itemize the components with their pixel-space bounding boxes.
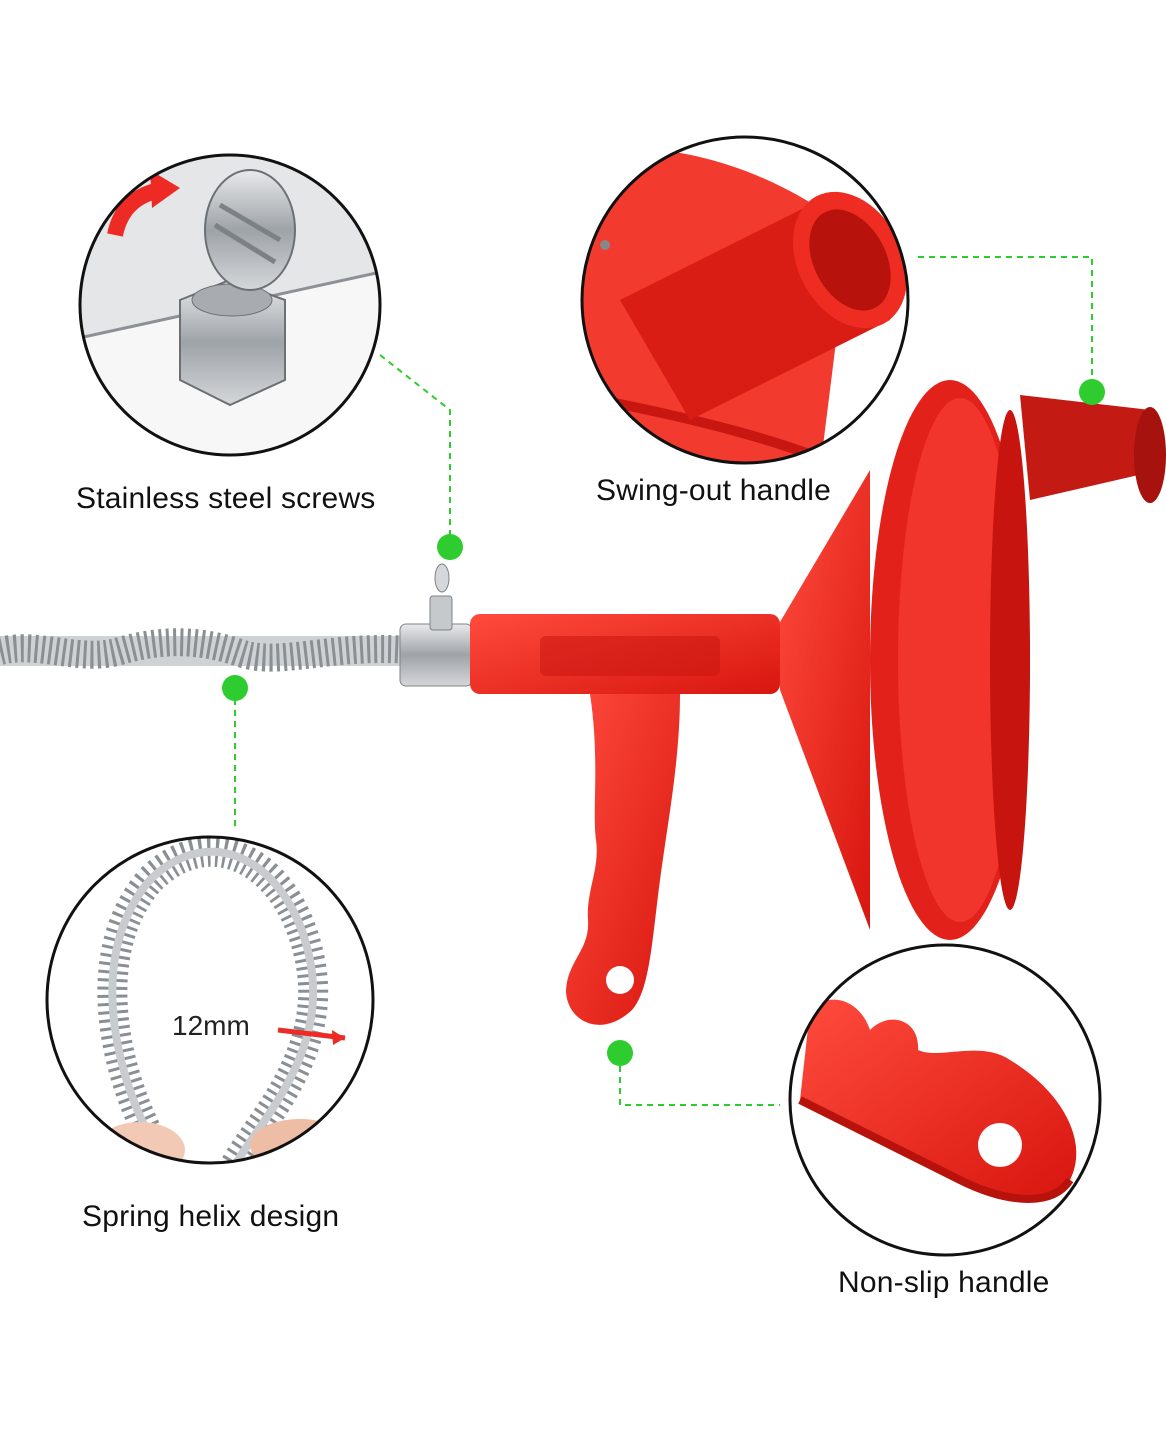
spring-cable (0, 628, 412, 672)
leader-lines (234, 256, 1093, 1106)
leader-dots (222, 379, 1105, 1066)
drum-funnel (780, 470, 870, 930)
label-swing-out-handle: Swing-out handle (596, 474, 832, 507)
callout-spring (45, 835, 375, 1165)
callout-grip (788, 943, 1102, 1257)
callout-swing-handle (580, 135, 910, 465)
drain-snake-product (0, 380, 1166, 1025)
label-non-slip-handle: Non-slip handle (838, 1266, 1050, 1299)
steel-collar (399, 623, 473, 687)
trigger-grip (566, 694, 680, 1025)
callout-screws (78, 153, 382, 457)
label-spring-helix-design: Spring helix design (82, 1200, 340, 1233)
label-stainless-steel-screws: Stainless steel screws (76, 482, 376, 515)
spring-dimension-label: 12mm (172, 1010, 250, 1041)
crank-handle (1020, 395, 1160, 500)
